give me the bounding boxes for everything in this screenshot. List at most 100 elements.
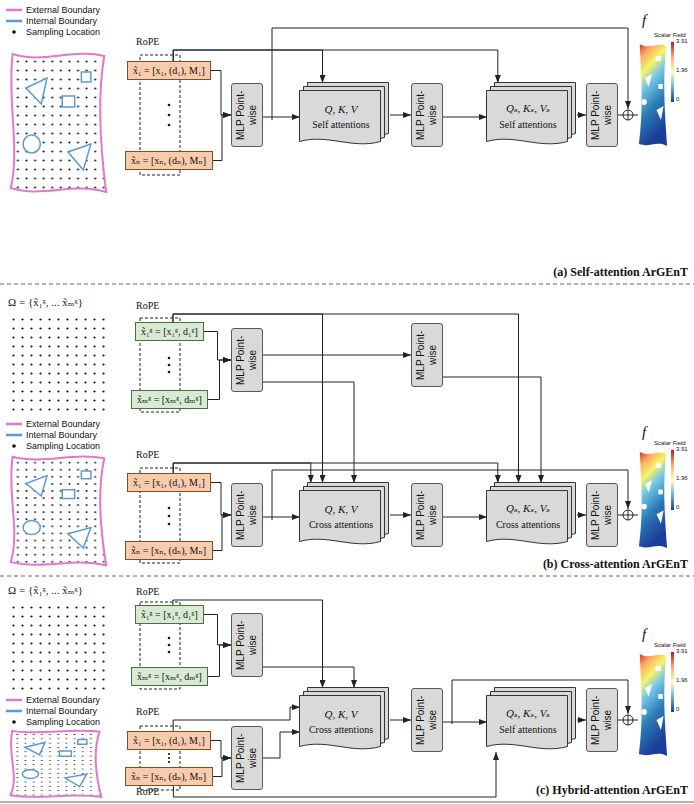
attention-layer bbox=[300, 696, 381, 749]
node-text: MLP Point-wise bbox=[415, 329, 439, 381]
set-label: Ω = {x̃₁ᵍ, ... x̃ₘᵍ} bbox=[8, 296, 83, 309]
mlp-box: MLP Point-wise bbox=[231, 328, 263, 392]
colorbar-value: 1.96 bbox=[676, 677, 688, 684]
connector-arrow bbox=[263, 117, 300, 118]
legend-line-sample bbox=[5, 707, 23, 715]
sum-symbol bbox=[623, 110, 633, 725]
node-text: Cross attentions bbox=[309, 519, 373, 530]
colorbar-value: 0 bbox=[676, 706, 679, 713]
mlp-box: MLP Point-wise bbox=[586, 688, 618, 752]
node-text: Cross attentions bbox=[496, 519, 560, 530]
attention-block: Qₛ, Kₛ, VₛSelf attentions bbox=[487, 688, 577, 752]
node-text: Q, K, V bbox=[325, 503, 358, 515]
colorbar-title: Scalar Field bbox=[654, 32, 686, 39]
legend-item: Internal Boundary bbox=[5, 705, 97, 716]
output-symbol: f bbox=[642, 626, 646, 643]
node-text: Q, K, V bbox=[325, 708, 358, 720]
attention-block: Q, K, V Cross attentions bbox=[300, 688, 390, 752]
connector-arrow bbox=[173, 752, 496, 797]
attention-layer bbox=[300, 491, 381, 544]
node-text: MLP Point-wise bbox=[415, 489, 439, 541]
connector-arrow bbox=[211, 71, 231, 116]
colorbar-value: 0 bbox=[676, 504, 679, 511]
node-text: MLP Point-wise bbox=[590, 694, 614, 746]
geometry-token-box: x̃ₘᵍ = [xₘᵍ, dₘᵍ] bbox=[131, 667, 208, 686]
node-text: x̃₁ = [x₁, (d₁), M₁] bbox=[133, 477, 205, 488]
node-text: MLP Point-wise bbox=[590, 489, 614, 541]
connector-arrow bbox=[443, 722, 487, 723]
node-text: x̃ₘᵍ = [xₘᵍ, dₘᵍ] bbox=[137, 671, 202, 682]
connector-arrow bbox=[213, 115, 231, 161]
colorbar-title: Scalar Field bbox=[654, 440, 686, 447]
mlp-box: MLP Point-wise bbox=[231, 726, 263, 790]
node-text: MLP Point-wise bbox=[235, 334, 259, 386]
legend-text: Internal Boundary bbox=[26, 430, 97, 440]
node-text: x̃₁ᵍ = [x₁ᵍ, d₁ᵍ] bbox=[141, 326, 198, 337]
attention-layer bbox=[487, 696, 568, 749]
node-text: Self attentions bbox=[499, 119, 557, 130]
colorbar-value: 3.91 bbox=[676, 648, 688, 655]
rope-label: RoPE bbox=[136, 786, 159, 798]
node-text: MLP Point-wise bbox=[235, 489, 259, 541]
input-token-box: x̃₁ = [x₁, (d₁), M₁] bbox=[127, 473, 211, 492]
node-text: Q, K, V bbox=[325, 103, 358, 115]
legend-text: External Boundary bbox=[26, 695, 100, 705]
node-text: x̃₁ᵍ = [x₁ᵍ, d₁ᵍ] bbox=[141, 609, 198, 620]
connector-arrow bbox=[173, 50, 498, 83]
connector-arrow bbox=[211, 741, 231, 759]
rope-label: RoPE bbox=[136, 586, 159, 598]
legend-dot-sample bbox=[5, 442, 23, 450]
attention-layer bbox=[487, 491, 568, 544]
mlp-box: MLP Point-wise bbox=[231, 483, 263, 547]
legend-item: Sampling Location bbox=[5, 716, 100, 727]
connector-arrow bbox=[263, 732, 300, 758]
mlp-box: MLP Point-wise bbox=[586, 83, 618, 147]
node-text: MLP Point-wise bbox=[590, 89, 614, 141]
connector-arrow bbox=[443, 117, 487, 118]
connector-arrow bbox=[577, 115, 586, 116]
skip-connection bbox=[272, 28, 638, 724]
legend-line-sample bbox=[5, 696, 23, 704]
panel-caption: (c) Hybrid-attention ArGEnT bbox=[536, 784, 688, 798]
ellipsis-dots bbox=[168, 104, 171, 763]
panel-caption: (b) Cross-attention ArGEnT bbox=[543, 558, 688, 572]
connector-arrow bbox=[390, 515, 411, 516]
colorbar-value: 3.91 bbox=[676, 38, 688, 45]
legend-line-sample bbox=[5, 431, 23, 439]
legend-text: External Boundary bbox=[26, 419, 100, 429]
legend-dot-sample bbox=[5, 28, 23, 36]
connector-arrow bbox=[173, 463, 498, 483]
mlp-box: MLP Point-wise bbox=[231, 613, 263, 677]
connector-arrow bbox=[443, 517, 487, 518]
colorbar-value: 3.91 bbox=[676, 446, 688, 453]
output-symbol: f bbox=[642, 424, 646, 441]
legend-item: External Boundary bbox=[5, 4, 100, 15]
input-token-box: x̃ₙ = [xₙ, (dₙ), Mₙ] bbox=[125, 767, 213, 786]
rope-label: RoPE bbox=[136, 706, 159, 718]
domain-illustration bbox=[10, 54, 106, 797]
node-text: MLP Point-wise bbox=[415, 694, 439, 746]
mlp-box: MLP Point-wise bbox=[411, 83, 443, 147]
node-text: x̃ₙ = [xₙ, (dₙ), Mₙ] bbox=[131, 155, 207, 166]
attention-block: Q, K, V Cross attentions bbox=[300, 483, 390, 547]
panel-separators bbox=[0, 284, 694, 802]
legend-text: Internal Boundary bbox=[26, 706, 97, 716]
legend-text: Sampling Location bbox=[26, 441, 100, 451]
legend-text: External Boundary bbox=[26, 5, 100, 15]
input-token-box: x̃₁ = [x₁, (d₁), M₁] bbox=[127, 61, 211, 80]
attention-block: Qₛ, Kₛ, VₛCross attentions bbox=[487, 483, 577, 547]
attention-layer bbox=[300, 91, 381, 144]
panel-caption: (a) Self-attention ArGEnT bbox=[553, 266, 688, 280]
connector-arrow bbox=[173, 314, 519, 483]
connector-arrow bbox=[204, 615, 231, 646]
node-text: Qₛ, Kₛ, Vₛ bbox=[506, 102, 550, 115]
connector-arrow bbox=[213, 758, 231, 777]
node-text: MLP Point-wise bbox=[235, 732, 259, 784]
attention-layer bbox=[487, 91, 568, 144]
node-text: Self attentions bbox=[499, 724, 557, 735]
rope-label: RoPE bbox=[136, 300, 159, 312]
node-text: Cross attentions bbox=[309, 724, 373, 735]
input-token-box: x̃₁ = [x₁, (d₁), M₁] bbox=[127, 731, 211, 750]
legend-text: Sampling Location bbox=[26, 717, 100, 727]
